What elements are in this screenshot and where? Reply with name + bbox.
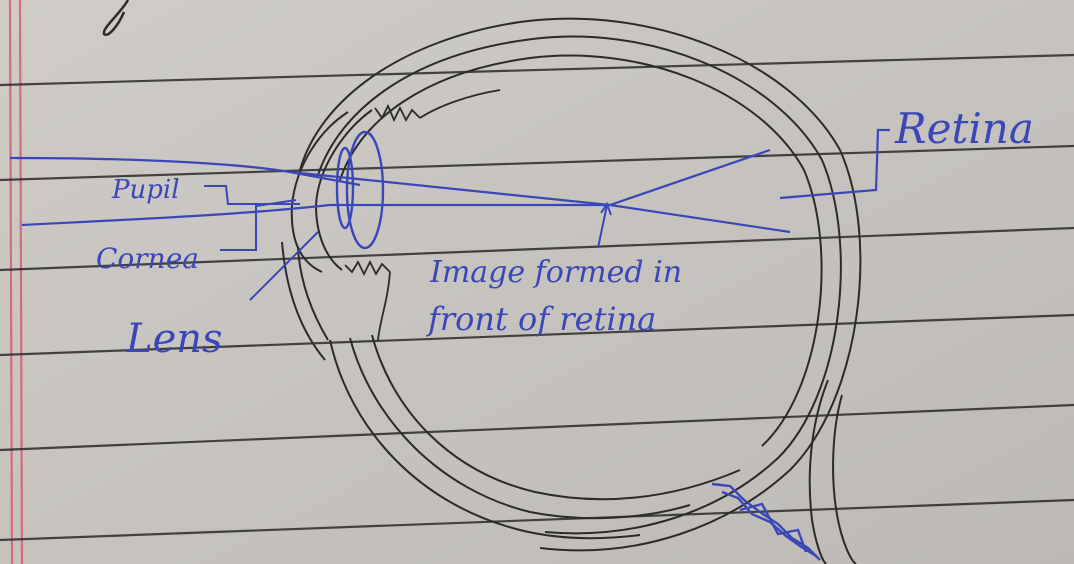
note-line-2: front of retina [426,300,656,338]
label-retina: Retina [894,104,1034,153]
note-line-1: Image formed in [429,255,682,290]
label-cornea: Cornea [96,242,199,275]
label-lens: Lens [125,316,223,362]
label-pupil: Pupil [111,175,180,205]
